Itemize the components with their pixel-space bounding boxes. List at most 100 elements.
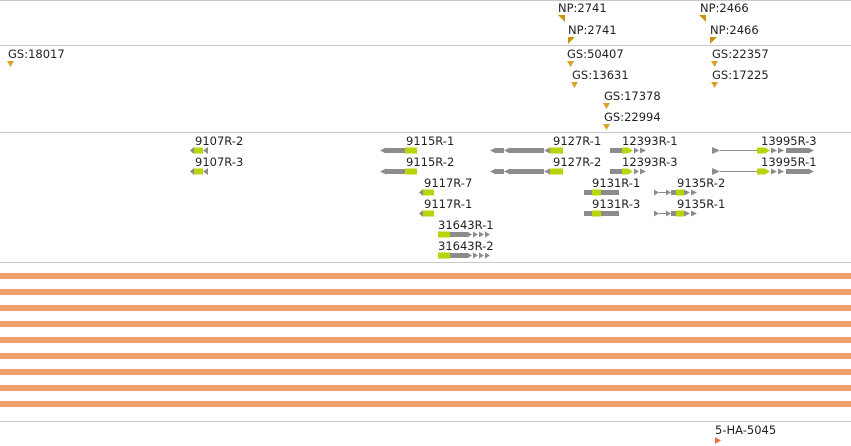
gene-label: 13995R-3 xyxy=(761,134,817,148)
gene-arrow xyxy=(771,147,777,154)
gene-exon xyxy=(592,189,601,196)
gs-feature[interactable]: GS:50407 xyxy=(567,47,624,67)
gene-label: 9135R-2 xyxy=(677,176,725,190)
gs-feature[interactable]: GS:17378 xyxy=(603,89,661,109)
coverage-bar[interactable] xyxy=(0,273,851,279)
gene-body xyxy=(496,148,504,153)
gene-arrow xyxy=(380,168,386,175)
np-marker-icon xyxy=(558,15,565,22)
gene-exon xyxy=(757,147,765,154)
coverage-bar[interactable] xyxy=(0,289,851,295)
gs-track: GS:18017 GS:50407 GS:13631 GS:17378 GS:2… xyxy=(7,47,769,130)
gene-track: 9107R-2 9107R-3 9115R-1 9115R-2 xyxy=(190,134,817,259)
gene-arrow xyxy=(684,210,690,217)
gene-exon xyxy=(622,147,628,154)
gs-feature[interactable]: GS:18017 xyxy=(7,47,65,67)
gene-model[interactable]: 9107R-2 xyxy=(190,134,243,154)
np-track: NP:2741 NP:2741 NP:2466 NP:2466 xyxy=(558,1,759,44)
np-label: NP:2466 xyxy=(700,1,749,15)
gene-label: 12393R-3 xyxy=(622,155,678,169)
gs-feature[interactable]: GS:13631 xyxy=(571,68,629,88)
track-dividers xyxy=(0,0,851,422)
gene-model[interactable]: 9131R-1 xyxy=(584,176,640,196)
gene-body xyxy=(786,148,808,153)
np-feature[interactable]: NP:2466 xyxy=(699,1,749,22)
gs-label: GS:17378 xyxy=(604,89,661,103)
ha-label: 5-HA-5045 xyxy=(715,423,776,437)
gene-exon xyxy=(676,210,684,217)
gene-arrow xyxy=(691,189,697,196)
gene-arrow xyxy=(544,168,550,175)
gene-arrow xyxy=(190,168,194,175)
gs-feature[interactable]: GS:22357 xyxy=(711,47,769,67)
gene-model[interactable]: 13995R-1 xyxy=(712,155,817,175)
gene-arrow xyxy=(504,168,510,175)
gene-arrow xyxy=(778,147,784,154)
ha-feature[interactable]: 5-HA-5045 xyxy=(715,423,776,444)
gene-arrow xyxy=(654,189,659,196)
gene-arrow xyxy=(765,168,770,175)
coverage-bar[interactable] xyxy=(0,401,851,407)
coverage-bar[interactable] xyxy=(0,369,851,375)
gene-arrow xyxy=(190,147,194,154)
gene-arrow xyxy=(544,147,550,154)
gene-model[interactable]: 9117R-7 xyxy=(419,176,472,196)
gene-exon xyxy=(423,210,434,217)
gs-feature[interactable]: GS:17225 xyxy=(711,68,769,88)
np-feature[interactable]: NP:2741 xyxy=(568,23,617,44)
gene-model[interactable]: 9127R-2 xyxy=(490,155,601,175)
gs-marker-icon xyxy=(711,82,718,88)
gene-arrow xyxy=(467,231,490,238)
gs-label: GS:50407 xyxy=(567,47,624,61)
gene-exon xyxy=(757,168,765,175)
gene-arrow xyxy=(765,147,770,154)
gs-feature[interactable]: GS:22994 xyxy=(603,110,661,130)
gene-model[interactable]: 9135R-2 xyxy=(654,176,725,196)
gene-arrow xyxy=(467,252,490,259)
gene-label: 9107R-2 xyxy=(195,134,243,148)
gene-arrow xyxy=(654,210,659,217)
gs-label: GS:18017 xyxy=(8,47,65,61)
gene-body xyxy=(671,190,676,195)
coverage-bar[interactable] xyxy=(0,353,851,359)
gene-body xyxy=(386,169,405,174)
coverage-bar[interactable] xyxy=(0,385,851,391)
gene-model[interactable]: 12393R-1 xyxy=(610,134,678,154)
gene-model[interactable]: 9115R-1 xyxy=(380,134,454,154)
np-marker-icon xyxy=(710,37,717,44)
gene-model[interactable]: 9131R-3 xyxy=(584,197,640,217)
gene-arrow xyxy=(203,168,208,175)
gene-body xyxy=(610,148,622,153)
gene-model[interactable]: 31643R-1 xyxy=(438,218,494,238)
gene-model[interactable]: 9115R-2 xyxy=(380,155,454,175)
np-marker-icon xyxy=(568,37,575,44)
gene-model[interactable]: 13995R-3 xyxy=(712,134,817,154)
gs-marker-icon xyxy=(567,61,574,67)
gene-arrow xyxy=(808,168,814,175)
coverage-bar[interactable] xyxy=(0,337,851,343)
gene-body xyxy=(450,232,467,237)
coverage-bar[interactable] xyxy=(0,305,851,311)
gene-exon xyxy=(438,231,450,238)
gene-arrow xyxy=(628,168,633,175)
gene-model[interactable]: 9107R-3 xyxy=(190,155,243,175)
gene-exon xyxy=(550,147,563,154)
gene-arrow xyxy=(771,168,777,175)
gene-exon xyxy=(438,252,450,259)
np-feature[interactable]: NP:2741 xyxy=(558,1,607,22)
gene-model[interactable]: 31643R-2 xyxy=(438,239,494,259)
gene-model[interactable]: 9127R-1 xyxy=(490,134,601,154)
gene-model[interactable]: 12393R-3 xyxy=(610,155,678,175)
gene-exon xyxy=(405,168,417,175)
np-label: NP:2741 xyxy=(568,23,617,37)
gene-body xyxy=(584,211,592,216)
coverage-bar[interactable] xyxy=(0,321,851,327)
np-feature[interactable]: NP:2466 xyxy=(710,23,759,44)
gene-label: 9131R-3 xyxy=(592,197,640,211)
gs-marker-icon xyxy=(603,103,610,109)
gene-arrow xyxy=(490,147,496,154)
gene-model[interactable]: 9117R-1 xyxy=(419,197,472,217)
gene-arrow xyxy=(666,189,671,196)
gene-model[interactable]: 9135R-1 xyxy=(654,197,725,217)
gs-marker-icon xyxy=(7,61,14,67)
